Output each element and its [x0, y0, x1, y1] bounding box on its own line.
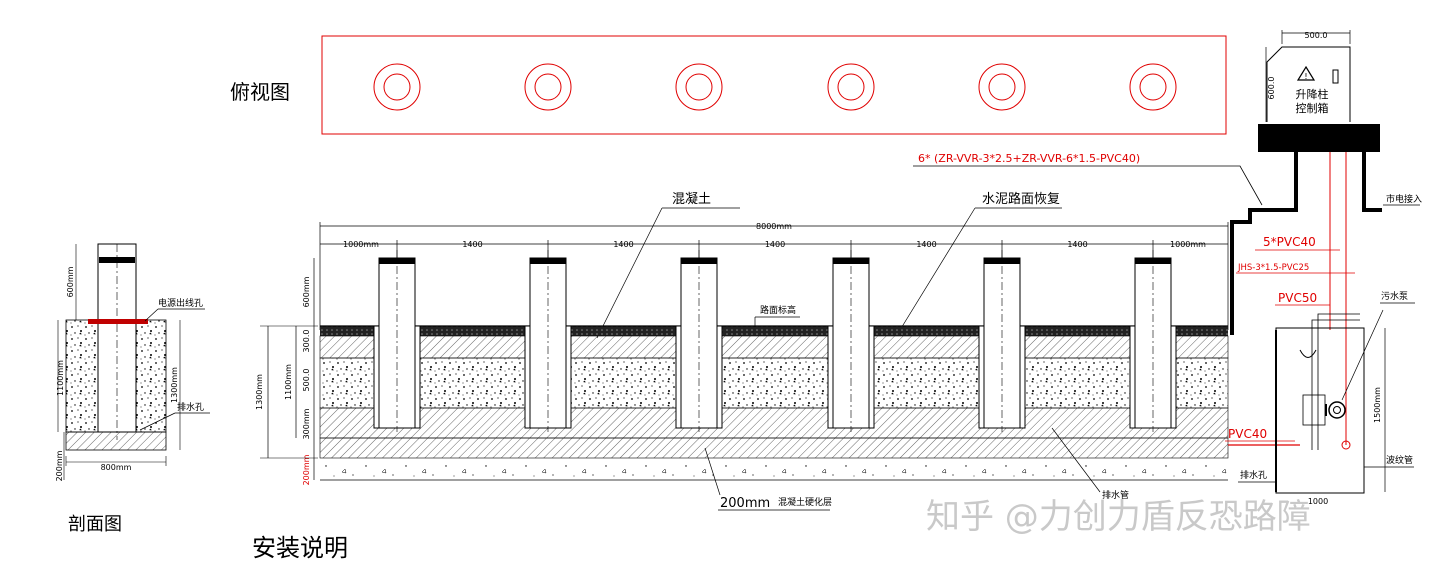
power-hole-label: 电源出线孔 [158, 297, 203, 309]
end-left-dim: 1000mm [343, 240, 379, 249]
top-view-bollards [373, 63, 1177, 111]
column-height-dim: 600mm [302, 276, 311, 307]
watermark: 知乎 @力创力盾反恐路障 [926, 497, 1311, 537]
spacing-dim-1: 1400 [462, 240, 482, 249]
road-level-label: 路面标高 [760, 304, 796, 316]
top-view-bollard-5 [978, 63, 1026, 111]
hardened-layer-label: 混凝土硬化层 [778, 496, 832, 508]
spacing-dim-3: 1400 [765, 240, 785, 249]
box-handle-icon [1332, 69, 1339, 84]
section-depth1-dim: 1100mm [56, 360, 65, 396]
spacing-dim-4: 1400 [916, 240, 936, 249]
drain-hole-label-section: 排水孔 [177, 401, 204, 413]
svg-text:!: ! [1304, 72, 1307, 81]
section-view: 600mm 1100mm 1300mm 200mm 800mm 电源出线孔 排水… [55, 243, 210, 481]
concrete-label: 混凝土 [672, 191, 711, 207]
bollard-1 [373, 250, 421, 432]
section-width-dim: 800mm [101, 463, 132, 472]
top-view-bollard-1 [373, 63, 421, 111]
warning-icon [1296, 65, 1316, 81]
bollard-6 [1129, 250, 1177, 432]
bollard-4 [827, 250, 875, 432]
box-label-line2: 控制箱 [1296, 101, 1329, 115]
power-hole-bar [88, 319, 148, 324]
cement-restore-label: 水泥路面恢复 [982, 191, 1060, 207]
sewage-pump-label: 污水泵 [1381, 290, 1408, 302]
bollard-2 [524, 250, 572, 432]
pit-height-dim: 1500mm [1373, 387, 1382, 423]
corrugated-pipe-label: 波纹管 [1386, 454, 1413, 466]
layer-bot-dim: 300mm [302, 408, 311, 439]
city-power-label: 市电接入 [1386, 193, 1422, 205]
pump-pit: 1500mm PVC50 1000 [1275, 291, 1386, 506]
top-view-bollard-3 [675, 63, 723, 111]
cable-5-label: 5*PVC40 [1263, 235, 1316, 249]
overall-dimension: 8000mm 1000mm 1000mm 1400 1400 1400 1400 140… [319, 222, 1229, 330]
depth-mid-dim: 1100mm [284, 364, 293, 400]
top-view [321, 35, 1227, 135]
top-view-bollard-6 [1129, 63, 1177, 111]
bollard-3 [675, 250, 723, 432]
section-base-dim: 200mm [55, 450, 64, 481]
depth-dimensions: 1300mm 1100mm 600mm 300.0 500.0 300mm 20… [255, 258, 318, 485]
control-box: 500.0 600.0 ! 升降柱 控制箱 [1258, 30, 1380, 152]
box-width-dim: 500.0 [1305, 31, 1328, 40]
spacing-dim-2: 1400 [613, 240, 633, 249]
section-col-dim: 600mm [66, 266, 75, 297]
drain-pipe-label: 排水管 [1102, 489, 1129, 501]
install-title: 安装说明 [252, 534, 348, 562]
top-view-bollard-4 [827, 63, 875, 111]
top-view-title: 俯视图 [230, 80, 290, 104]
top-view-bollard-2 [524, 63, 572, 111]
section-view-title: 剖面图 [68, 514, 122, 535]
hardened-size-label: 200mm [720, 496, 770, 511]
box-height-dim: 600.0 [1267, 77, 1276, 100]
layer-top-dim: 300.0 [302, 330, 311, 353]
bollard-elevations [373, 250, 1177, 432]
total-length-dim: 8000mm [756, 222, 792, 231]
box-label-line1: 升降柱 [1296, 87, 1329, 101]
layer-mid-dim: 500.0 [302, 369, 311, 392]
section-depth2-dim: 1300mm [170, 367, 179, 403]
box-base [1258, 124, 1380, 152]
end-right-dim: 1000mm [1170, 240, 1206, 249]
cable-jhs-label: JHS-3*1.5-PVC25 [1237, 263, 1309, 273]
ground-layers [319, 325, 1229, 481]
pvc50-label: PVC50 [1278, 291, 1317, 305]
base-red-dim: 200mm [302, 454, 311, 485]
cable-main-label: 6* (ZR-VVR-3*2.5+ZR-VVR-6*1.5-PVC40) [918, 152, 1140, 165]
power-cables: 市电接入 [1230, 152, 1422, 445]
bollard-5 [978, 250, 1026, 432]
depth-total-dim: 1300mm [255, 374, 264, 410]
pvc40-label: PVC40 [1228, 427, 1267, 441]
spacing-dim-5: 1400 [1067, 240, 1087, 249]
drain-hole-label-main: 排水孔 [1240, 469, 1267, 481]
sewage-pump-icon [1328, 401, 1346, 419]
pit-width-dim: 1000 [1308, 497, 1328, 506]
